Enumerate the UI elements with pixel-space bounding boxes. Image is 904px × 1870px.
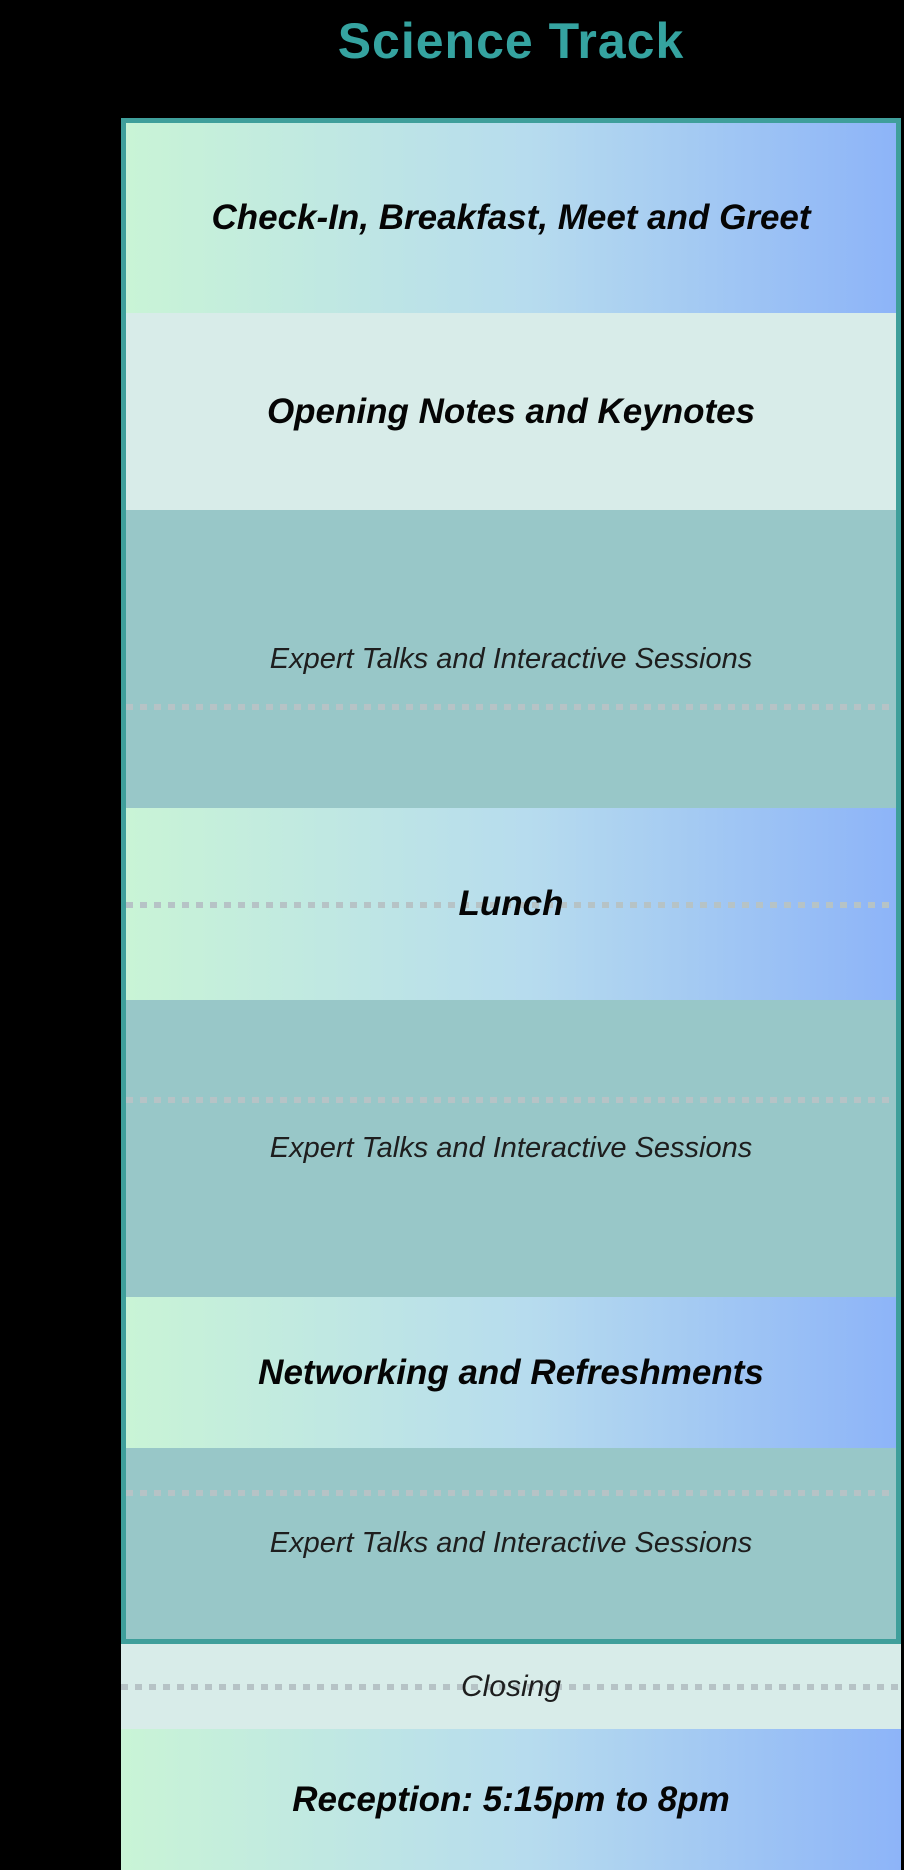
session-label: Expert Talks and Interactive Sessions <box>269 642 753 675</box>
session-label: Networking and Refreshments <box>258 1352 764 1392</box>
dotted-divider <box>126 1490 896 1496</box>
page-title: Science Track <box>337 13 685 69</box>
dotted-divider <box>126 704 896 710</box>
session-label: Expert Talks and Interactive Sessions <box>269 1132 753 1164</box>
row-closing: Closing <box>121 1644 901 1729</box>
session-label: Lunch <box>458 884 564 923</box>
row-networking: Networking and Refreshments <box>126 1297 896 1448</box>
row-reception: Reception: 5:15pm to 8pm <box>121 1729 901 1870</box>
session-label: Closing <box>460 1669 562 1703</box>
session-label: Expert Talks and Interactive Sessions <box>269 1527 753 1559</box>
schedule-footer-rows: Closing Reception: 5:15pm to 8pm <box>121 1644 901 1870</box>
row-check-in: Check-In, Breakfast, Meet and Greet <box>126 123 896 313</box>
dotted-divider <box>126 1097 896 1103</box>
dotted-divider <box>121 1684 901 1690</box>
dotted-divider <box>126 902 896 908</box>
session-label: Reception: 5:15pm to 8pm <box>292 1779 730 1819</box>
schedule-table: Check-In, Breakfast, Meet and Greet Open… <box>121 118 901 1644</box>
row-expert-talks-2: Expert Talks and Interactive Sessions <box>126 1000 896 1297</box>
session-label: Check-In, Breakfast, Meet and Greet <box>211 198 811 237</box>
row-lunch: Lunch <box>126 808 896 1000</box>
session-label: Opening Notes and Keynotes <box>266 391 756 431</box>
row-expert-talks-3: Expert Talks and Interactive Sessions <box>126 1448 896 1639</box>
row-opening-notes: Opening Notes and Keynotes <box>126 313 896 510</box>
row-expert-talks-1: Expert Talks and Interactive Sessions <box>126 510 896 808</box>
